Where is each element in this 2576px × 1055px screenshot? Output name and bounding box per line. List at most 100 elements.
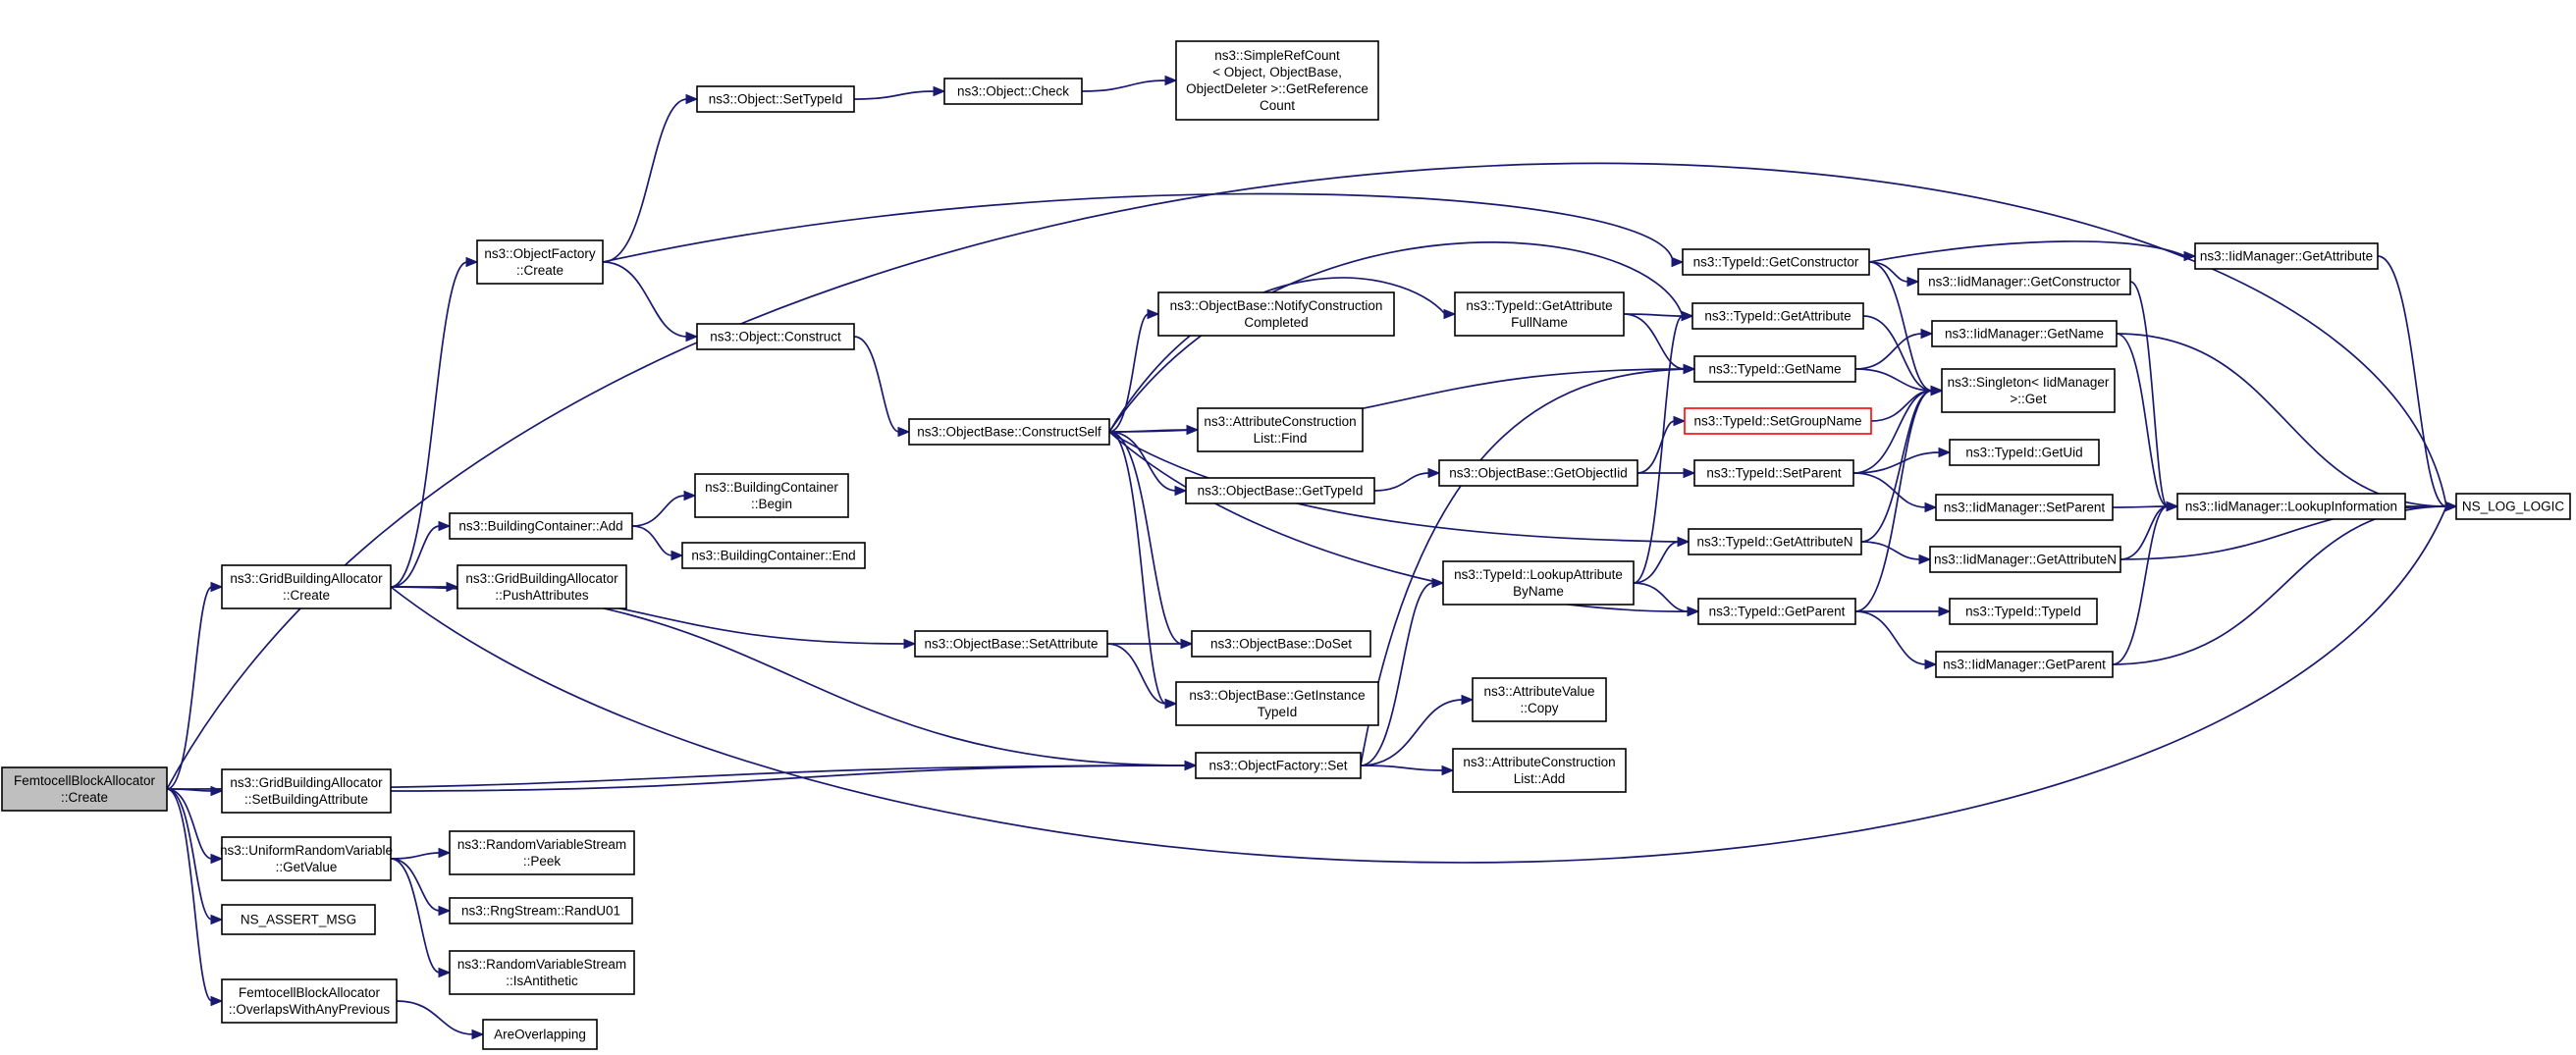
edge-tid_getattributen-to-iid_getattributen xyxy=(1860,541,1921,560)
node-ob_setattribute[interactable]: ns3::ObjectBase::SetAttribute xyxy=(914,630,1108,658)
node-label-line: ns3::BuildingContainer::End xyxy=(691,549,855,563)
node-ob_gettypeid[interactable]: ns3::ObjectBase::GetTypeId xyxy=(1185,477,1375,504)
node-are_overlapping[interactable]: AreOverlapping xyxy=(482,1019,598,1050)
node-bc_end[interactable]: ns3::BuildingContainer::End xyxy=(681,542,866,569)
arrowhead-tid_getparent-to-iid_getparent xyxy=(1924,659,1938,670)
node-box xyxy=(1157,291,1395,337)
node-ob_getobjectiid[interactable]: ns3::ObjectBase::GetObjectIid xyxy=(1438,459,1638,487)
node-gba_setbuild[interactable]: ns3::GridBuildingAllocator::SetBuildingA… xyxy=(221,768,392,814)
node-ns_assert[interactable]: NS_ASSERT_MSG xyxy=(221,904,376,935)
node-rvs_peek[interactable]: ns3::RandomVariableStream::Peek xyxy=(449,830,635,875)
node-ob_notify[interactable]: ns3::ObjectBase::NotifyConstructionCompl… xyxy=(1157,291,1395,337)
node-iid_getattributen[interactable]: ns3::IidManager::GetAttributeN xyxy=(1929,546,2121,573)
edge-ob_setattribute-to-ob_getinstance xyxy=(1106,643,1167,705)
node-label-line: ns3::AttributeConstruction xyxy=(1204,414,1356,429)
arrowhead-tid_lookupattr-to-tid_getparent xyxy=(1687,606,1700,617)
node-ns_log_logic[interactable]: NS_LOG_LOGIC xyxy=(2455,493,2571,520)
arrowhead-of_set-to-tid_lookupattr xyxy=(1431,577,1445,589)
node-av_copy[interactable]: ns3::AttributeValue::Copy xyxy=(1472,677,1607,722)
node-box xyxy=(1175,681,1379,726)
node-box xyxy=(449,897,633,924)
node-label-line: ns3::TypeId::GetName xyxy=(1708,362,1841,377)
node-tid_getname[interactable]: ns3::TypeId::GetName xyxy=(1693,355,1856,383)
node-root[interactable]: FemtocellBlockAllocator::Create xyxy=(1,766,168,812)
call-graph-nodes: FemtocellBlockAllocator::Create ns3::Grid… xyxy=(1,40,2571,1050)
arrowhead-bc_add-to-bc_end xyxy=(671,550,684,561)
node-label-line: ns3::TypeId::SetGroupName xyxy=(1693,414,1861,429)
node-iid_getname[interactable]: ns3::IidManager::GetName xyxy=(1931,320,2118,347)
arrowhead-tid_setparent-to-iid_setparent xyxy=(1924,501,1938,513)
node-label-line: ns3::BuildingContainer::Add xyxy=(458,519,622,534)
node-iid_getconstructor[interactable]: ns3::IidManager::GetConstructor xyxy=(1917,268,2131,295)
node-tid_getparent[interactable]: ns3::TypeId::GetParent xyxy=(1697,598,1856,625)
node-fba_overlaps[interactable]: FemtocellBlockAllocator::OverlapsWithAny… xyxy=(221,978,398,1024)
node-obj_construct[interactable]: ns3::Object::Construct xyxy=(696,323,855,350)
edge-iid_getname-to-iid_lookupinfo xyxy=(2116,333,2169,507)
node-bc_add[interactable]: ns3::BuildingContainer::Add xyxy=(449,512,633,540)
node-tid_getattribute[interactable]: ns3::TypeId::GetAttribute xyxy=(1691,302,1864,330)
node-box xyxy=(914,630,1108,658)
edge-bc_add-to-bc_begin xyxy=(631,495,686,527)
node-label-line: ns3::TypeId::GetAttribute xyxy=(1704,309,1851,324)
node-label-line: ns3::TypeId::LookupAttribute xyxy=(1454,567,1623,582)
node-bc_begin[interactable]: ns3::BuildingContainer::Begin xyxy=(694,473,849,518)
call-graph-edges xyxy=(166,75,2458,1040)
node-label-line: Completed xyxy=(1244,315,1308,330)
node-tid_setgroupname[interactable]: ns3::TypeId::SetGroupName xyxy=(1684,407,1872,435)
node-tid_getuid[interactable]: ns3::TypeId::GetUid xyxy=(1949,439,2100,466)
node-obj_check[interactable]: ns3::Object::Check xyxy=(943,78,1083,105)
arrowhead-ob_setattribute-to-ob_getinstance xyxy=(1164,698,1178,710)
node-rng_randu01[interactable]: ns3::RngStream::RandU01 xyxy=(449,897,633,924)
node-rvs_isanti[interactable]: ns3::RandomVariableStream::IsAntithetic xyxy=(449,950,635,995)
node-gba_create[interactable]: ns3::GridBuildingAllocator::Create xyxy=(221,564,392,609)
node-label-line: ns3::Object::Construct xyxy=(710,330,841,344)
node-obj_settypeid[interactable]: ns3::Object::SetTypeId xyxy=(696,85,855,113)
node-iid_setparent[interactable]: ns3::IidManager::SetParent xyxy=(1935,494,2114,521)
node-ob_constructself[interactable]: ns3::ObjectBase::ConstructSelf xyxy=(908,418,1110,446)
node-singleton_get[interactable]: ns3::Singleton< IidManager>::Get xyxy=(1941,368,2116,413)
node-ob_doset[interactable]: ns3::ObjectBase::DoSet xyxy=(1191,630,1371,658)
arrowhead-tid_getattributen-to-iid_getattributen xyxy=(1918,554,1932,565)
node-tid_getconstructor[interactable]: ns3::TypeId::GetConstructor xyxy=(1682,248,1870,276)
node-label-line: ::OverlapsWithAnyPrevious xyxy=(229,1002,391,1017)
node-label-line: >::Get xyxy=(2010,392,2046,406)
node-box xyxy=(1917,268,2131,295)
arrowhead-of_create-to-obj_settypeid xyxy=(685,93,699,105)
node-box xyxy=(221,978,398,1024)
node-of_set[interactable]: ns3::ObjectFactory::Set xyxy=(1195,752,1362,779)
node-label-line: ::SetBuildingAttribute xyxy=(244,792,368,807)
edge-tid_getattribute-to-singleton_get xyxy=(1862,315,1933,392)
node-label-line: ns3::TypeId::TypeId xyxy=(1965,605,2081,619)
node-label-line: ns3::GridBuildingAllocator xyxy=(465,571,618,586)
node-label-line: FemtocellBlockAllocator xyxy=(239,985,381,1000)
edge-ob_constructself-to-tid_getattributen xyxy=(1108,431,1680,543)
node-iid_getparent[interactable]: ns3::IidManager::GetParent xyxy=(1935,651,2114,678)
node-label-line: ns3::TypeId::GetConstructor xyxy=(1693,255,1859,270)
node-iid_getattribute[interactable]: ns3::IidManager::GetAttribute xyxy=(2194,242,2379,270)
node-tid_getattributen[interactable]: ns3::TypeId::GetAttributeN xyxy=(1688,528,1862,555)
arrowhead-of_set-to-av_copy xyxy=(1461,694,1475,706)
node-gba_push[interactable]: ns3::GridBuildingAllocator::PushAttribut… xyxy=(456,564,627,609)
edge-ob_getobjectiid-to-tid_setgroupname xyxy=(1637,420,1676,474)
node-tid_setparent[interactable]: ns3::TypeId::SetParent xyxy=(1693,459,1854,487)
node-simplerefcount[interactable]: ns3::SimpleRefCount< Object, ObjectBase,… xyxy=(1175,40,1379,121)
node-of_create[interactable]: ns3::ObjectFactory::Create xyxy=(476,239,604,285)
node-box xyxy=(1438,459,1638,487)
node-box xyxy=(1454,291,1625,337)
node-box xyxy=(476,239,604,285)
node-box xyxy=(449,512,633,540)
node-tid_typeid[interactable]: ns3::TypeId::TypeId xyxy=(1949,598,2098,625)
node-iid_lookupinfo[interactable]: ns3::IidManager::LookupInformation xyxy=(2176,493,2406,520)
node-urv_getvalue[interactable]: ns3::UniformRandomVariable::GetValue xyxy=(220,836,393,881)
node-box xyxy=(696,85,855,113)
arrowhead-root-to-gba_setbuild xyxy=(210,785,224,797)
arrowhead-urv_getvalue-to-rng_randu01 xyxy=(438,905,452,917)
node-label-line: ByName xyxy=(1513,584,1564,599)
arrowhead-tid_getparent-to-singleton_get xyxy=(1930,385,1944,396)
